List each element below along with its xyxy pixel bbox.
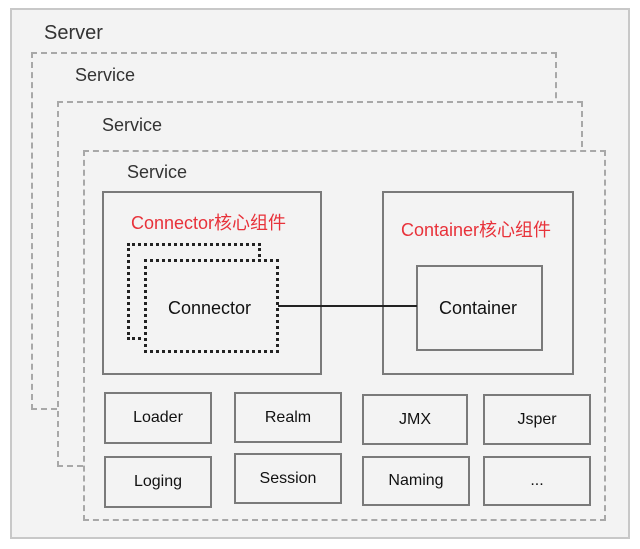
container-core-title: Container核心组件: [401, 220, 552, 240]
connector-stack-front: [144, 259, 279, 353]
container-label: Container: [439, 298, 518, 318]
component-more: ...: [483, 456, 591, 506]
server-label: Server: [44, 22, 103, 44]
connector-core-title: Connector核心组件: [131, 213, 287, 233]
component-session: Session: [234, 453, 342, 504]
service-label-1: Service: [75, 65, 136, 85]
component-jsper: Jsper: [483, 394, 591, 445]
component-naming: Naming: [362, 456, 470, 506]
component-loader: Loader: [104, 392, 212, 444]
component-realm: Realm: [234, 392, 342, 443]
service-label-2: Service: [102, 115, 163, 135]
service-label-3: Service: [127, 162, 188, 182]
container-inner-box: [416, 265, 543, 351]
component-jmx: JMX: [362, 394, 468, 445]
connector-container-link: [278, 305, 417, 307]
component-loging: Loging: [104, 456, 212, 508]
connector-label: Connector: [168, 298, 252, 318]
